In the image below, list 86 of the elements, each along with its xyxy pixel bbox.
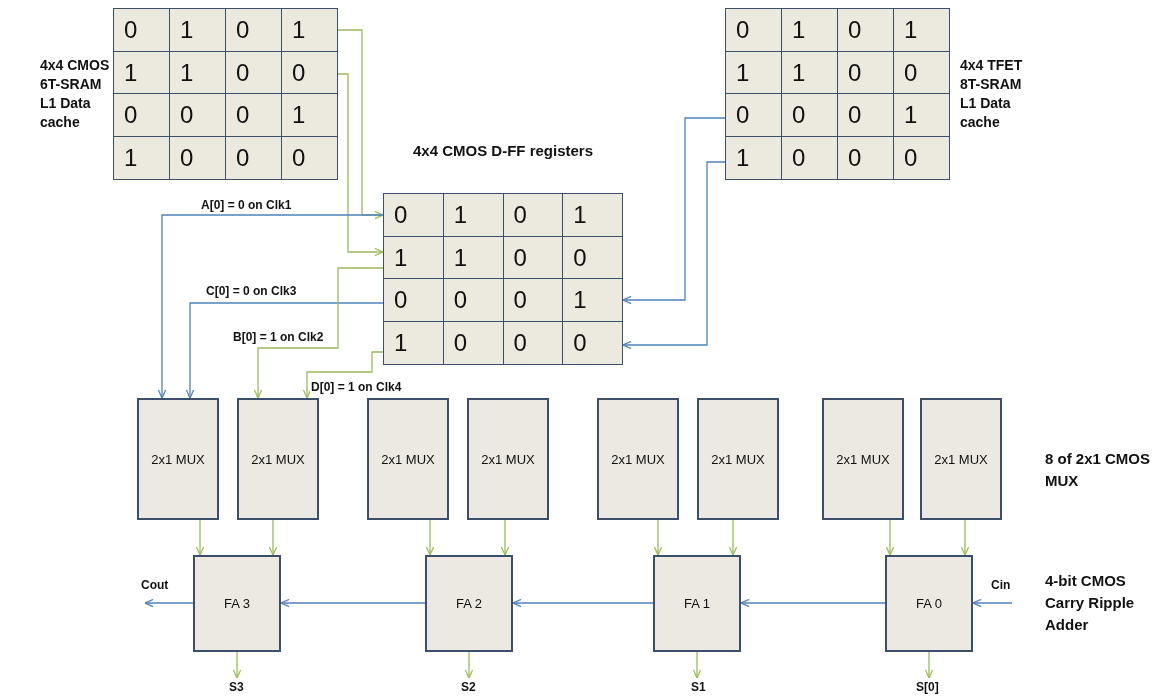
arrow (464, 651, 474, 679)
bit-cell-text: 1 (393, 327, 409, 358)
arrow (728, 519, 738, 556)
bit-cell: 0 (225, 136, 281, 179)
arrow (653, 519, 663, 556)
data-table (40, 8, 338, 180)
bit-cell-text: 1 (123, 142, 139, 173)
arrow (268, 519, 278, 556)
bit-cell-text: 1 (735, 57, 751, 88)
mux-block: 2x1 MUX (137, 398, 219, 520)
bit-cell-text: 1 (735, 142, 751, 173)
edge-label: S3 (228, 680, 245, 694)
table-row (725, 135, 950, 180)
table-row (113, 135, 338, 180)
arrow (512, 598, 654, 608)
table-row (113, 93, 338, 137)
table-heading: 4x4 CMOS 6T-SRAM L1 Data cache (40, 55, 110, 132)
bit-cell-text: 0 (393, 200, 409, 230)
full-adder-block: FA 0 (885, 555, 973, 652)
arrow (280, 598, 426, 608)
bit-cell-text: 0 (735, 15, 751, 45)
arrow (960, 519, 970, 556)
arrow (157, 214, 384, 399)
edge-label: S2 (460, 680, 477, 694)
table-row (383, 320, 623, 365)
full-adder-block: FA 1 (653, 555, 741, 652)
arrow (622, 161, 726, 350)
mux-block: 2x1 MUX (697, 398, 779, 520)
table-row (383, 278, 623, 322)
mux-block: 2x1 MUX (367, 398, 449, 520)
table-row (113, 8, 338, 52)
bit-cell: 0 (169, 136, 225, 179)
block-caption: 4-bit CMOS Carry Ripple Adder (1045, 571, 1136, 635)
arrow (924, 651, 934, 679)
edge-label: C[0] = 0 on Clk3 (205, 284, 298, 298)
table-row (113, 50, 338, 95)
edge-label: A[0] = 0 on Clk1 (200, 198, 293, 212)
edge-label: D[0] = 1 on Clk4 (310, 380, 403, 394)
arrow (972, 598, 1013, 608)
edge-label: Cout (140, 578, 170, 592)
arrow (302, 351, 384, 399)
block-caption: 8 of 2x1 CMOS MUX (1045, 449, 1152, 491)
arrow (337, 73, 384, 257)
bit-cell-text: 0 (123, 100, 139, 130)
mux-block: 2x1 MUX (920, 398, 1002, 520)
mux-block: 2x1 MUX (467, 398, 549, 520)
table-row (725, 8, 950, 52)
edge-label: Cin (990, 578, 1012, 592)
arrow (185, 302, 384, 399)
table-row (725, 93, 950, 137)
table-row (383, 193, 623, 237)
arrow (885, 519, 895, 556)
arrow (195, 519, 205, 556)
arrow (425, 519, 435, 556)
full-adder-block: FA 3 (193, 555, 281, 652)
bit-cell-text: 1 (393, 242, 409, 273)
bit-cell-text: 1 (123, 57, 139, 88)
bit-cell: 0 (281, 136, 337, 179)
bit-cell: 0 (502, 321, 563, 364)
arrow (337, 29, 384, 220)
edge-label: S1 (690, 680, 707, 694)
arrow (232, 651, 242, 679)
arrow (144, 598, 194, 608)
bit-cell: 0 (893, 136, 949, 179)
bit-cell-text: 0 (735, 100, 751, 130)
bit-cell: 0 (837, 136, 893, 179)
mux-block: 2x1 MUX (237, 398, 319, 520)
bit-cell: 0 (442, 321, 503, 364)
arrow (692, 651, 702, 679)
arrow (622, 117, 726, 305)
arrow (253, 267, 384, 399)
edge-label: B[0] = 1 on Clk2 (232, 330, 325, 344)
arrow (740, 598, 886, 608)
mux-block: 2x1 MUX (597, 398, 679, 520)
mux-block: 2x1 MUX (822, 398, 904, 520)
bit-cell-text: 0 (393, 285, 409, 315)
bit-cell: 0 (781, 136, 837, 179)
table-row (725, 50, 950, 95)
arrow (500, 519, 510, 556)
table-heading: 4x4 TFET 8T-SRAM L1 Data cache (960, 55, 1024, 132)
table-row (383, 235, 623, 280)
bit-cell-text: 0 (123, 15, 139, 45)
edge-label: S[0] (915, 680, 940, 694)
full-adder-block: FA 2 (425, 555, 513, 652)
table-heading: 4x4 CMOS D-FF registers (411, 141, 595, 161)
bit-cell: 0 (562, 321, 622, 364)
